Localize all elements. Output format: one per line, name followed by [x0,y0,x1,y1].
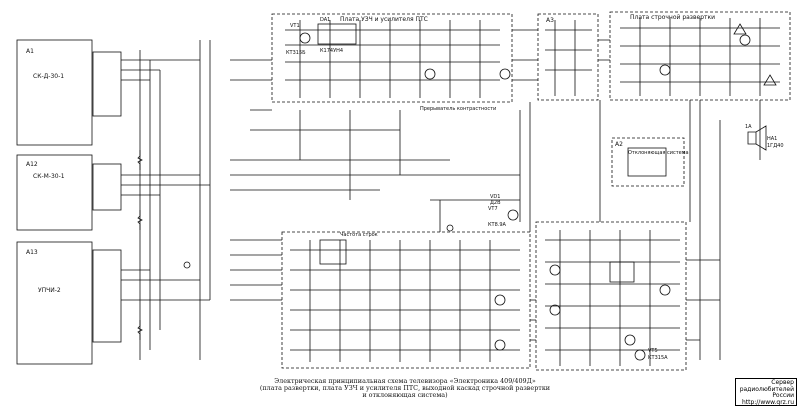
module-a13-type: УПЧИ-2 [38,287,61,294]
transistor-lower-3 [549,264,561,276]
part-vt1-type: КТ315Б [286,50,306,56]
figure-caption: Электрическая принципиальная схема телев… [140,377,670,400]
module-a1-label: А1 [26,48,34,55]
bus-horizontal [121,59,210,301]
lower-left-traces [290,240,520,362]
transistor-lower-5 [624,334,636,346]
part-vd1-type: Д2В [490,200,501,206]
ic-da1 [317,23,357,45]
module-a2-label: А2 [615,141,623,148]
part-da1-type: К174УН4 [320,48,343,54]
resistors-left [137,150,143,340]
module-a12-box [16,154,93,231]
bus-bottom [530,259,720,341]
horizontal-board-traces [620,18,780,96]
module-a3-label: А3 [546,17,554,24]
module-a12-type: СК-М-30-1 [33,173,65,180]
stamp-line-3: России [772,392,794,400]
lower-right-traces [545,230,680,366]
speaker-mark: 1А [745,124,752,130]
part-vt7-type: КТ8.9А [488,222,507,228]
stamp-line-2: радиолюбителей [739,385,794,393]
module-a2-box [611,137,685,187]
stamp-line-4: http://www.qrz.ru [741,398,794,406]
module-a13-label: А13 [26,249,38,256]
board-horizontal-title: Плата строчной развертки [630,14,715,21]
board-lower-right [535,221,687,371]
chastota-strok-label: Частота строк [340,232,378,238]
board-uzch-title: Плата УЗЧ и усилителя ПТС [340,16,428,23]
caption-line-1: Электрическая принципиальная схема телев… [274,377,536,385]
warning-mark-2 [763,74,777,86]
transistor-lower-1 [494,294,506,306]
transistor-vt5 [634,349,646,361]
part-ha1: НА1 [767,136,777,142]
transistor-upper-2 [424,68,436,80]
module-a1-type: СК-Д-30-1 [33,73,64,80]
transistor-lower-4 [549,304,561,316]
stamp-line-1: Сервер [771,379,794,386]
part-vt1: VT1 [290,23,300,29]
terminal-1 [183,261,191,269]
bus-right [230,159,520,301]
board-lower-left [281,231,531,369]
site-stamp: Сервер радиолюбителей России http://www.… [735,378,797,406]
transistor-vt7 [507,209,519,221]
module-a1-box [16,39,93,146]
transistor-horizontal-2 [739,34,751,46]
upper-board-traces [285,20,500,98]
board-deflection-title: Отклоняющая система [628,150,689,156]
part-vd1: VD1 [490,194,500,200]
caption-line-2: (плата развертки, плата УЗЧ и усилителя … [259,384,551,393]
part-ha1-type: 1ГД40 [767,143,784,149]
module-a13-box [16,241,93,365]
connector-x34 [92,51,122,117]
ic-lower-right [609,261,635,283]
module-a12-label: А12 [26,161,38,168]
a3-traces [545,20,592,96]
part-vt5: VT5 [648,348,658,354]
transistor-vt1 [299,32,311,44]
caption-line-3: и отклоняющая система) [362,391,448,400]
transistor-horizontal-1 [659,64,671,76]
part-da1: DA1 [320,17,330,23]
connector-x35 [92,249,122,343]
module-a3-box [537,13,599,101]
bus-vertical-right [519,100,761,360]
board-uzch-box [271,13,513,103]
board-breaker-title: Прерыватель контрастности [420,106,496,112]
connector-x33 [92,163,122,211]
ic-middle [319,239,347,265]
bus-vertical-main [139,40,211,360]
transistor-upper-3 [499,68,511,80]
transistor-lower-6 [659,284,671,296]
part-vt5-type: КТ315А [648,355,668,361]
middle-traces [250,109,520,232]
terminal-2 [446,224,454,232]
ic-a2 [627,147,667,177]
bus-top [230,29,610,81]
part-vt7: VT7 [488,206,498,212]
transistor-lower-2 [494,339,506,351]
speaker-ha1 [747,125,767,151]
warning-mark-1 [733,23,747,35]
